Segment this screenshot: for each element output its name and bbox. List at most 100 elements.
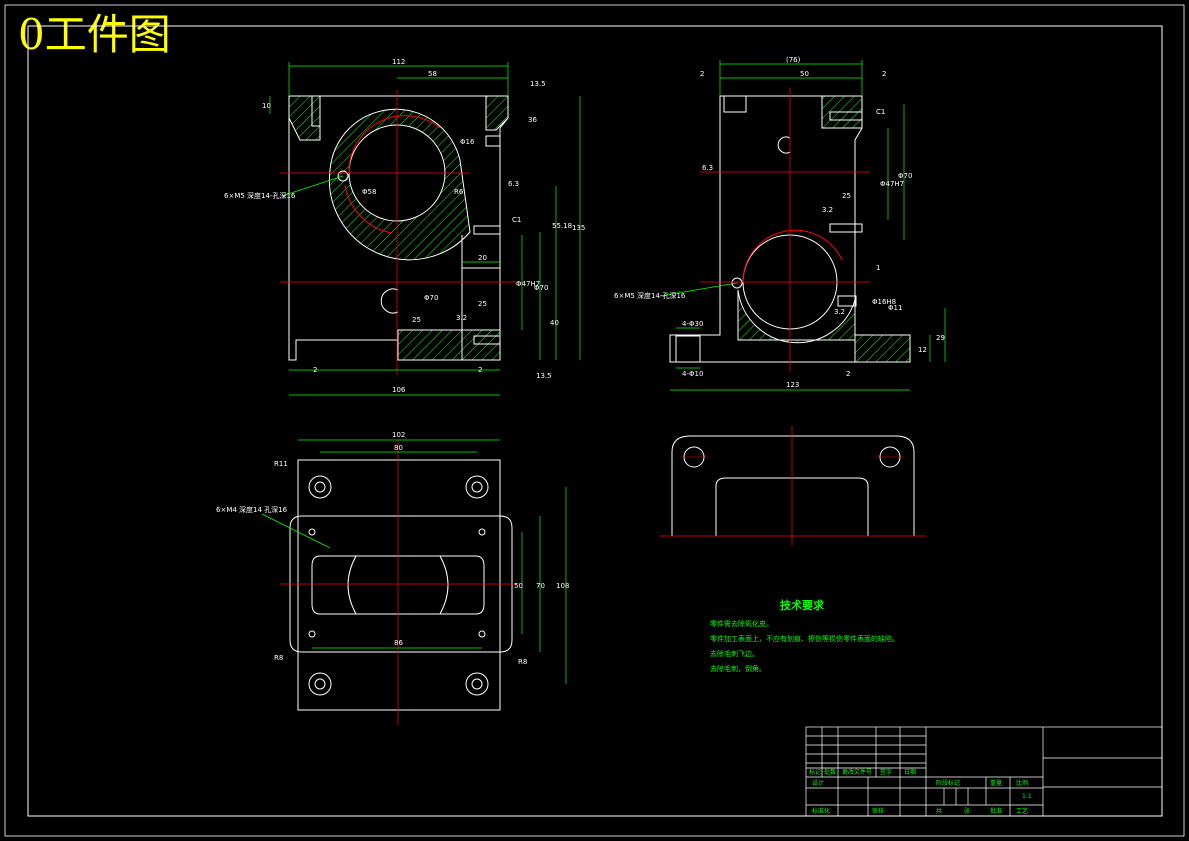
dim-roughness-25a: 25: [478, 300, 487, 308]
side-hatch-base: [854, 334, 911, 363]
side-hatch-arc: [737, 289, 856, 344]
tech-title: 技术要求: [780, 598, 825, 612]
dim-roughness-32: 3.2: [456, 314, 467, 322]
tech-line-4: 去除毛刺，倒角。: [710, 664, 766, 673]
side-bore-note: 6×M5 深度14-孔深16: [614, 291, 686, 300]
outer-border: [4, 4, 1185, 837]
front-hatch-bottom: [397, 329, 501, 361]
side-dim-bore-11: Φ11: [888, 304, 902, 312]
side-slot: [723, 95, 747, 113]
plan-hole-bl-in: [314, 678, 326, 690]
front-bore-arc: [348, 115, 441, 174]
side-bore-arc: [742, 229, 843, 283]
tb-total: 共: [936, 807, 942, 815]
tb-design: 设计: [812, 779, 824, 787]
bottom-view: [660, 426, 926, 546]
front-bolt-2: [473, 225, 501, 235]
front-leader: [281, 175, 344, 197]
side-dim-left-2: 2: [700, 70, 704, 78]
plan-thread-3: [308, 630, 316, 638]
side-dim-base-2: 2: [846, 370, 850, 378]
tb-scale-val: 1:1: [1022, 793, 1032, 800]
dim-roughness-25b: 25: [412, 316, 421, 324]
plan-dim-r11: R11: [274, 460, 288, 468]
tb-scale: 比例: [1016, 779, 1028, 787]
side-dim-height-12: 12: [918, 346, 927, 354]
front-hatch-right-top: [485, 95, 509, 131]
side-dim-roughness-32b: 3.2: [834, 308, 845, 316]
plan-leader: [261, 513, 331, 549]
dim-overall-base: 106: [392, 386, 406, 394]
plan-flange: [289, 515, 513, 653]
side-small-hole: [731, 277, 743, 289]
plan-window-arc-r: [439, 555, 449, 615]
front-small-hole: [337, 170, 349, 182]
plan-outer: [297, 459, 501, 711]
tech-line-1: 零件需去除氧化皮。: [710, 619, 773, 628]
side-dim-roughness-32a: 3.2: [822, 206, 833, 214]
dim-fit: Φ47H7: [516, 280, 540, 288]
side-dim-right-2: 2: [882, 70, 886, 78]
side-bolt-1: [829, 111, 863, 121]
front-bolt-4: [485, 135, 501, 147]
dim-bore-70b: Φ70: [424, 294, 438, 302]
tb-count: 处数: [824, 768, 836, 776]
dim-chamfer: C1: [512, 216, 521, 224]
dim-base-2a: 2: [313, 366, 317, 374]
tb-sign: 签字: [880, 768, 892, 776]
plan-dim-r8a: R8: [274, 654, 283, 662]
dim-top-thk: 10: [262, 102, 271, 110]
title-block: [805, 726, 1163, 817]
plan-thread-2: [478, 528, 486, 536]
tb-doc: 更改文件号: [842, 768, 872, 776]
front-view: 112 58 13.5 10 36 Φ58 C1 20 40 135 55.18…: [224, 58, 585, 396]
dim-half-width: 58: [428, 70, 437, 78]
dim-base-2b: 2: [478, 366, 482, 374]
tech-line-3: 去除毛刺飞边。: [710, 649, 759, 658]
side-dim-mid-width: 50: [800, 70, 809, 78]
front-bore-note: 6×M5 深度14-孔深16: [224, 191, 296, 200]
plan-dim-inner: 80: [394, 444, 403, 452]
side-dim-1: 1: [876, 264, 880, 272]
tb-check: 审核: [872, 807, 884, 815]
side-dim-roughness-25: 25: [842, 192, 851, 200]
tech-line-2: 零件加工表面上，不应有划痕、擦伤等损伤零件表面的缺陷。: [710, 634, 899, 643]
plan-hole-br: [465, 672, 489, 696]
plan-dim-50: 50: [514, 582, 523, 590]
plan-hole-tl: [308, 475, 332, 499]
side-top-hole: [777, 136, 791, 154]
dim-height-135: 135: [572, 224, 585, 232]
inner-border: [27, 25, 1163, 817]
bottom-outline: [671, 435, 915, 536]
tb-proc: 工艺: [1016, 807, 1028, 815]
plan-window-arc-l: [347, 555, 357, 615]
dim-roughness-63: 6.3: [508, 180, 519, 188]
plan-dim-overall: 102: [392, 431, 405, 439]
tb-approve: 批准: [990, 807, 1002, 815]
plan-hole-tl-in: [314, 481, 326, 493]
plan-window: [311, 555, 485, 615]
front-bolt-3: [473, 335, 501, 345]
drawing-title: 0工件图: [18, 10, 171, 59]
plan-view: 102 80 R11 108 70 50 86 R8 R8 6×M4 深度14 …: [216, 431, 569, 725]
dim-offset: 13.5: [530, 80, 546, 88]
front-outline: [288, 95, 509, 361]
tech-requirements: 技术要求 零件需去除氧化皮。 零件加工表面上，不应有划痕、擦伤等损伤零件表面的缺…: [710, 598, 899, 673]
side-view: (76) 50 2 2 C1 Φ47H7 Φ70 6.3 25 3.2 3.2 …: [614, 56, 946, 391]
dim-bore: Φ58: [362, 188, 376, 196]
tb-date: 日期: [904, 768, 916, 776]
side-bolt-2: [829, 223, 863, 233]
plan-dim-86: 86: [394, 639, 403, 647]
plan-thread-1: [308, 528, 316, 536]
plan-dim-108: 108: [556, 582, 569, 590]
plan-hole-tr-in: [471, 481, 483, 493]
title-block-labels: 标记 处数 更改文件号 签字 日期 设计 阶段标记 重量 比例 1:1 共 张 …: [809, 768, 1032, 815]
side-dim-top-width: (76): [786, 56, 801, 64]
dim-depth-40: 40: [550, 319, 559, 327]
plan-hole-tr: [465, 475, 489, 499]
side-dim-fit: Φ47H7: [880, 180, 904, 188]
dim-bottom-offset: 13.5: [536, 372, 552, 380]
tb-mark: 标记: [809, 768, 821, 776]
plan-dim-r8b: R8: [518, 658, 527, 666]
dim-small-bore: Φ16: [460, 138, 475, 146]
